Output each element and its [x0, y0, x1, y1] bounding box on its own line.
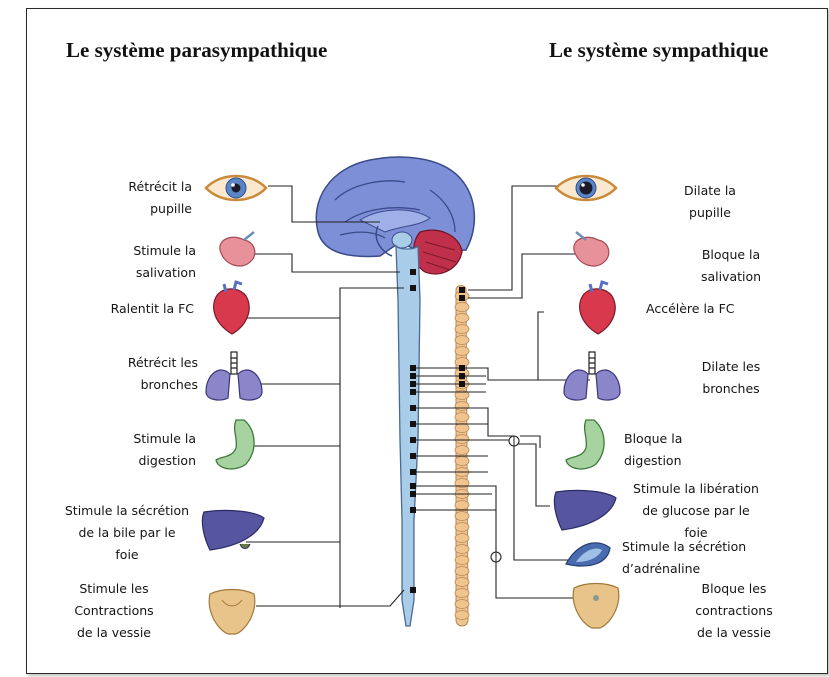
cord-terminal — [410, 421, 416, 427]
liver-icon — [202, 510, 264, 550]
label-symp-adrenaline: Stimule la sécrétion d’adrénaline — [622, 536, 774, 580]
cord-terminal — [410, 453, 416, 459]
chain-terminal — [459, 373, 465, 379]
label-symp-heart: Accélère la FC — [646, 298, 776, 320]
adrenal-gland-icon — [566, 543, 610, 566]
ganglion-node — [455, 347, 469, 356]
chain-terminal — [459, 287, 465, 293]
label-para-digestion: Stimule la digestion — [100, 428, 196, 472]
label-para-heart: Ralentit la FC — [70, 298, 194, 320]
label-symp-bladder: Bloque les contractions de la vessie — [674, 578, 794, 644]
label-symp-digestion: Bloque la digestion — [624, 428, 734, 472]
eye-icon — [206, 176, 266, 200]
brain-icon — [316, 157, 474, 274]
ganglion-node — [455, 589, 469, 598]
liver-icon — [554, 490, 616, 530]
label-symp-saliva: Bloque la salivation — [676, 244, 786, 288]
ganglion-node — [455, 512, 469, 521]
salivary-gland-icon — [220, 232, 255, 266]
stomach-icon — [216, 420, 254, 469]
cord-terminal — [410, 373, 416, 379]
cord-terminal — [410, 381, 416, 387]
ganglion-node — [455, 578, 469, 587]
label-symp-glucose: Stimule la libération de glucose par le … — [620, 478, 772, 544]
ganglion-node — [455, 611, 469, 620]
lungs-icon — [206, 352, 262, 400]
chain-terminal — [459, 381, 465, 387]
cord-terminal — [410, 285, 416, 291]
ganglion-node — [455, 303, 469, 312]
cord-terminal — [410, 469, 416, 475]
cord-terminal — [410, 269, 416, 275]
ganglion-node — [455, 567, 469, 576]
cord-terminal — [410, 483, 416, 489]
cord-terminal — [410, 365, 416, 371]
heart-icon — [214, 282, 250, 334]
ganglion-node — [455, 424, 469, 433]
cord-terminal — [410, 437, 416, 443]
ganglion-node — [455, 413, 469, 422]
ganglion-node — [455, 523, 469, 532]
cord-terminal — [410, 507, 416, 513]
bladder-icon — [573, 584, 619, 629]
salivary-gland-icon — [574, 232, 609, 266]
cord-terminal — [410, 405, 416, 411]
ganglion-node — [455, 534, 469, 543]
ganglion-node — [455, 314, 469, 323]
eye-icon — [556, 176, 616, 200]
heart-icon — [580, 282, 616, 334]
cord-terminal — [410, 491, 416, 497]
bladder-icon — [209, 590, 255, 635]
spinal-cord-icon — [396, 246, 420, 626]
label-symp-pupil: Dilate la pupille — [660, 180, 760, 224]
cord-terminal — [410, 587, 416, 593]
label-para-pupil: Rétrécit la pupille — [100, 176, 192, 220]
cord-terminal — [410, 389, 416, 395]
label-para-bronchi: Rétrécit les bronches — [96, 352, 198, 396]
lungs-icon — [564, 352, 620, 400]
ganglion-node — [455, 402, 469, 411]
ganglion-node — [455, 435, 469, 444]
chain-terminal — [459, 295, 465, 301]
label-para-bladder: Stimule les Contractions de la vessie — [54, 578, 174, 644]
ganglion-node — [455, 501, 469, 510]
label-para-saliva: Stimule la salivation — [100, 240, 196, 284]
stomach-icon — [566, 420, 604, 469]
ganglion-node — [455, 600, 469, 609]
label-symp-bronchi: Dilate les bronches — [676, 356, 786, 400]
ganglion-node — [455, 545, 469, 554]
ganglion-node — [455, 457, 469, 466]
label-para-bile: Stimule la sécrétion de la bile par le f… — [52, 500, 202, 566]
ganglion-node — [455, 556, 469, 565]
ganglion-node — [455, 446, 469, 455]
chain-terminal — [459, 365, 465, 371]
ganglion-node — [455, 325, 469, 334]
ganglion-node — [455, 336, 469, 345]
